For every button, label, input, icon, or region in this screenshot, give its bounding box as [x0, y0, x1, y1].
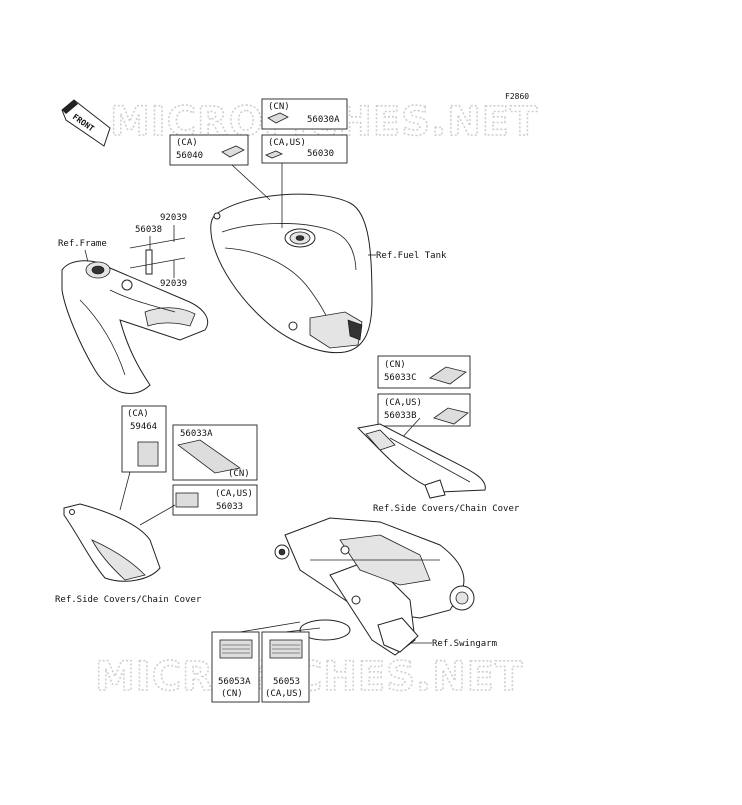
chain-cover-right-illustration — [356, 423, 486, 499]
front-arrow-icon: FRONT — [61, 99, 111, 147]
ref-side-covers-right: Ref.Side Covers/Chain Cover — [373, 504, 520, 514]
part-56033C-region: (CN) — [384, 360, 406, 370]
part-56053A-number: 56053A — [218, 677, 251, 687]
part-56033B-region: (CA,US) — [384, 398, 422, 408]
part-92039-bottom-number[interactable]: 92039 — [160, 279, 187, 289]
part-56033A[interactable]: 56033A (CN) — [172, 424, 258, 481]
part-56033-region: (CA,US) — [215, 489, 253, 499]
diagram-code: F2860 — [505, 92, 529, 101]
part-56030A-number: 56030A — [307, 115, 340, 125]
part-56033C[interactable]: (CN) 56033C — [377, 355, 471, 389]
side-cover-left-illustration — [63, 503, 161, 582]
part-56030A[interactable]: (CN) 56030A — [261, 98, 348, 130]
part-56053-number: 56053 — [273, 677, 300, 687]
part-56033C-number: 56033C — [384, 373, 417, 383]
part-56033-number: 56033 — [216, 502, 243, 512]
part-56040-region: (CA) — [176, 138, 198, 148]
ref-swingarm: Ref.Swingarm — [432, 639, 497, 649]
part-56033[interactable]: (CA,US) 56033 — [172, 484, 258, 516]
part-56040[interactable]: (CA) 56040 — [169, 134, 249, 166]
part-56053[interactable]: 56053 (CA,US) — [261, 631, 310, 703]
ref-fuel-tank: Ref.Fuel Tank — [376, 251, 447, 261]
part-56033A-region: (CN) — [228, 469, 250, 479]
part-56053A[interactable]: 56053A (CN) — [211, 631, 260, 703]
part-56030[interactable]: (CA,US) 56030 — [261, 134, 348, 164]
part-56033B-number: 56033B — [384, 411, 417, 421]
part-56030-region: (CA,US) — [268, 138, 306, 148]
part-56033B[interactable]: (CA,US) 56033B — [377, 393, 471, 427]
part-56053A-region: (CN) — [221, 689, 243, 699]
part-59464-number: 59464 — [130, 422, 157, 432]
part-59464-region: (CA) — [127, 409, 149, 419]
frame-illustration — [61, 260, 209, 394]
part-56033A-number: 56033A — [180, 429, 213, 439]
ref-side-covers-left: Ref.Side Covers/Chain Cover — [55, 595, 202, 605]
part-92039-top-number[interactable]: 92039 — [160, 213, 187, 223]
part-56030A-region: (CN) — [268, 102, 290, 112]
fuel-tank-illustration — [210, 193, 373, 354]
part-56040-number: 56040 — [176, 151, 203, 161]
part-56030-number: 56030 — [307, 149, 334, 159]
part-59464[interactable]: (CA) 59464 — [121, 405, 167, 473]
part-56038-number[interactable]: 56038 — [135, 225, 162, 235]
swingarm-illustration — [274, 517, 475, 656]
part-56053-region: (CA,US) — [265, 689, 303, 699]
ref-frame: Ref.Frame — [58, 239, 107, 249]
part-56038-strip — [129, 225, 186, 278]
